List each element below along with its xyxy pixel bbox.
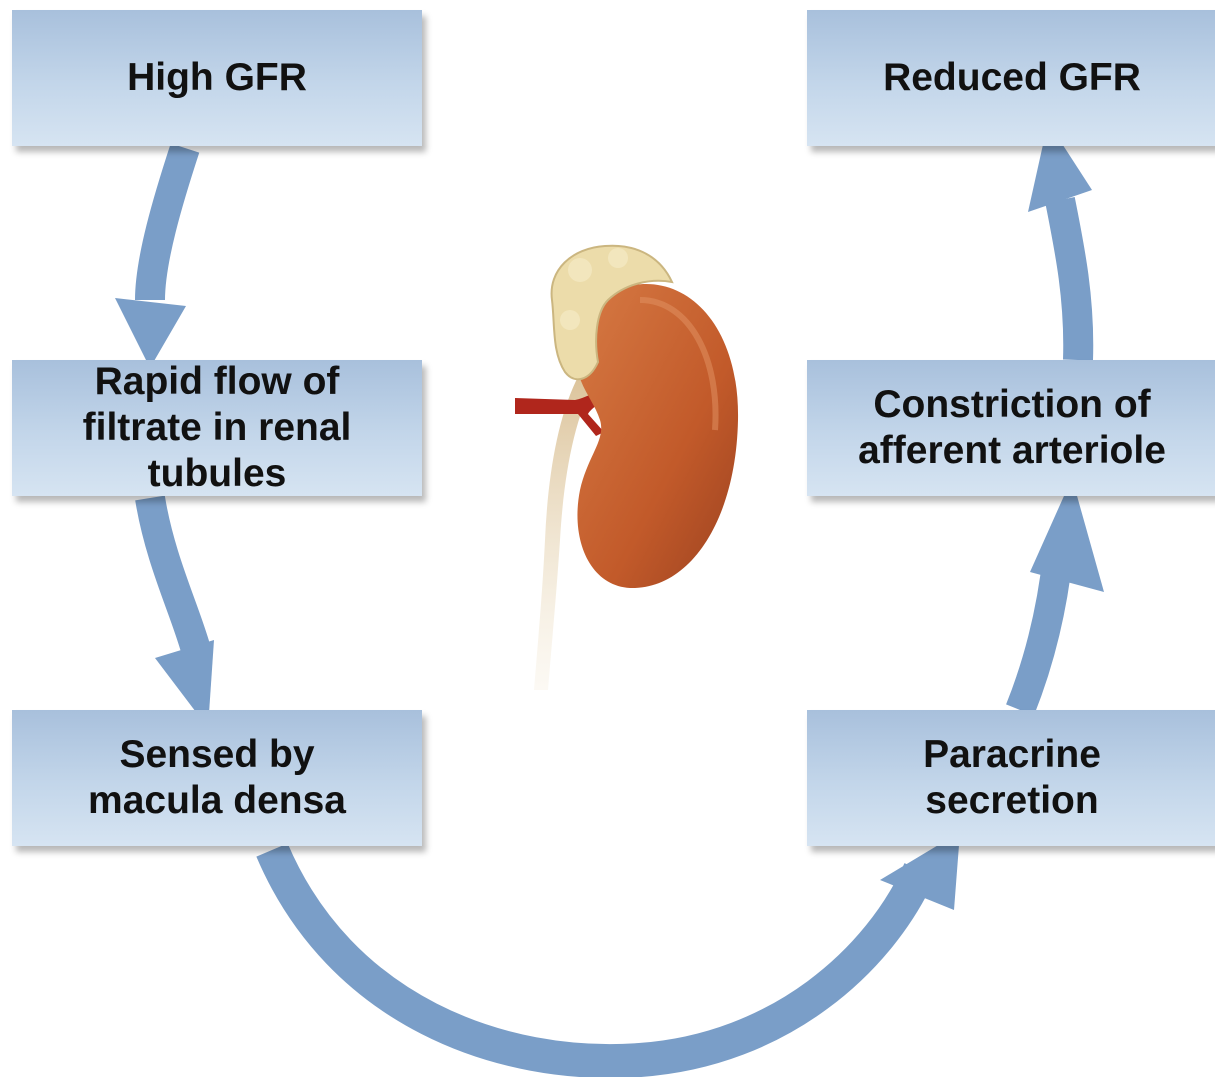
arrow-rapid-to-sensed	[150, 498, 214, 728]
box-reduced-gfr: Reduced GFR	[807, 10, 1215, 146]
kidney-illustration	[515, 246, 738, 690]
box-paracrine: Paracrine secretion	[807, 710, 1215, 846]
label-reduced-gfr: Reduced GFR	[883, 55, 1141, 101]
box-rapid-flow: Rapid flow of filtrate in renal tubules	[12, 360, 422, 496]
label-high-gfr: High GFR	[127, 55, 307, 101]
label-paracrine: Paracrine secretion	[923, 732, 1101, 824]
arrow-constriction-to-reduced	[1028, 122, 1092, 360]
label-sensed: Sensed by macula densa	[88, 732, 346, 824]
box-constriction: Constriction of afferent arteriole	[807, 360, 1215, 496]
label-constriction: Constriction of afferent arteriole	[858, 382, 1166, 474]
arrow-paracrine-to-constriction	[1020, 478, 1104, 710]
arrow-high-to-rapid	[115, 148, 186, 368]
box-sensed: Sensed by macula densa	[12, 710, 422, 846]
label-rapid-flow: Rapid flow of filtrate in renal tubules	[18, 359, 416, 497]
box-high-gfr: High GFR	[12, 10, 422, 146]
arrow-sensed-to-paracrine	[272, 832, 960, 1061]
